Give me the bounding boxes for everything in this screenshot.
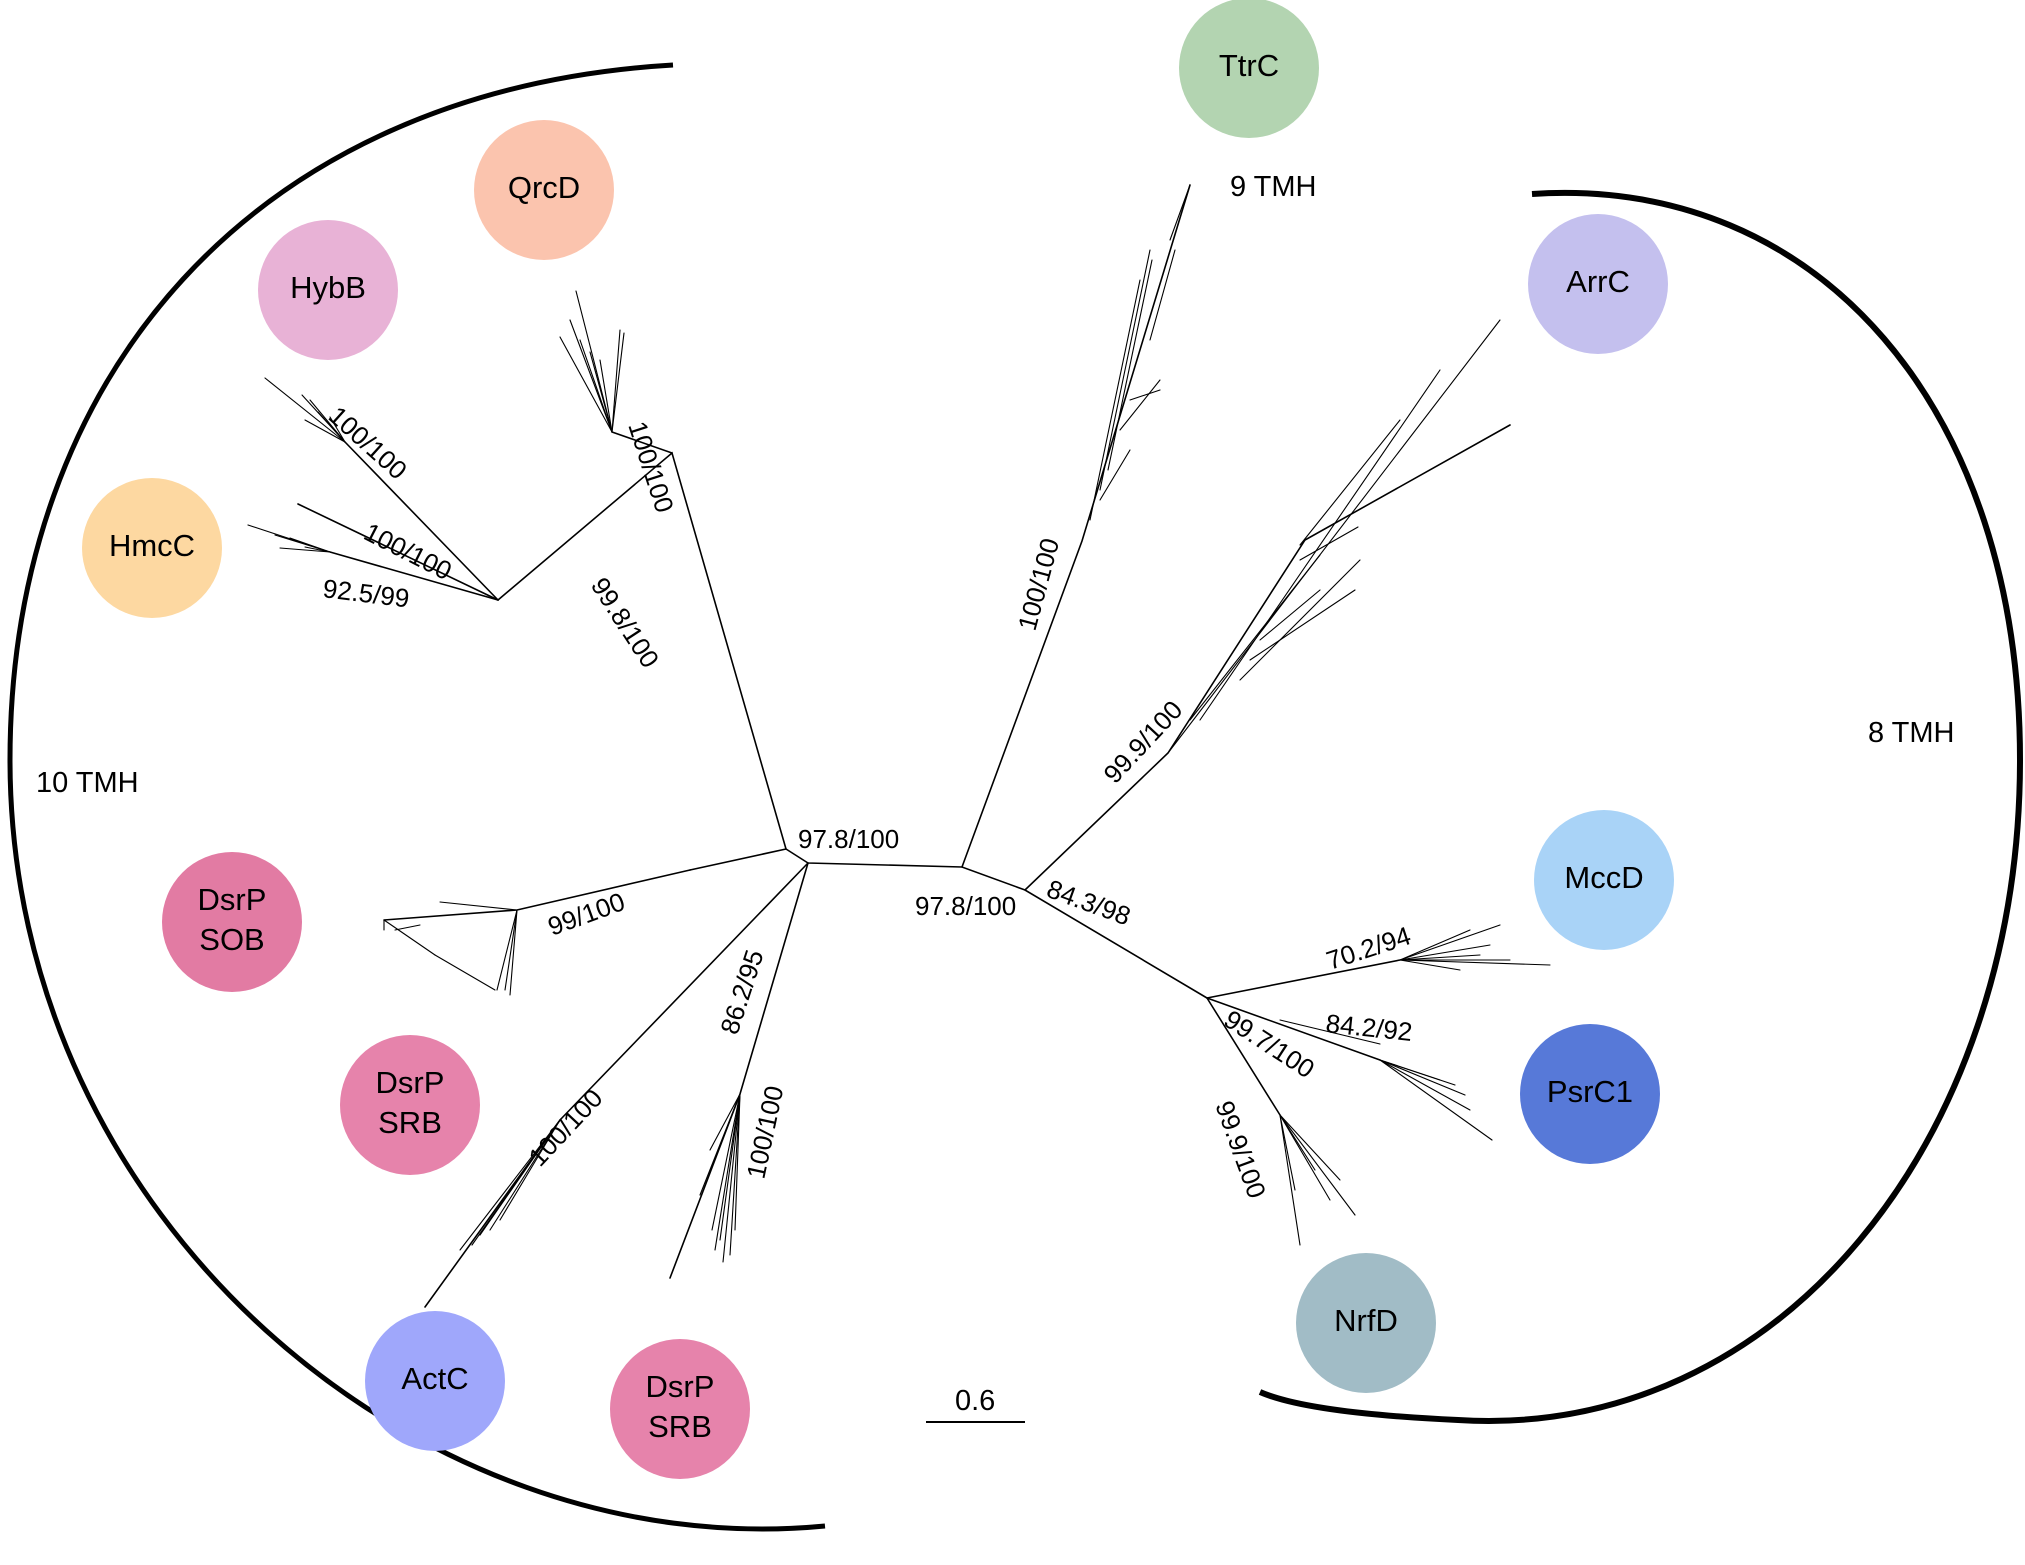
- clade-dsrp-srb-1: DsrP SRB: [340, 1035, 480, 1175]
- leaf-fan-dsrp-srb-2: [699, 1093, 741, 1263]
- clade-label-psrc1: PsrC1: [1547, 1074, 1633, 1109]
- clade-dsrp-srb-2: DsrP SRB: [610, 1339, 750, 1479]
- leaf-fan-hmcc: [247, 503, 499, 601]
- clade-circle-dsrp-srb-2: [610, 1339, 750, 1479]
- clade-label-dsrp-srb-2-line1: DsrP: [646, 1369, 715, 1404]
- clade-label-arrc: ArrC: [1566, 264, 1630, 299]
- group-label-8tmh: 8 TMH: [1868, 717, 1954, 749]
- clade-ttrc: TtrC: [1179, 0, 1319, 138]
- support-value-dsrp-srb-2: 100/100: [741, 1083, 790, 1181]
- tree-backbone: [424, 184, 1511, 1308]
- clade-label-dsrp-sob-line1: DsrP: [198, 882, 267, 917]
- leaf-fan-ttrc: [1089, 184, 1191, 521]
- clade-label-dsrp-sob-line2: SOB: [199, 922, 264, 957]
- support-value-right-lower: 84.3/98: [1043, 873, 1135, 931]
- support-value-hmcc-upper: 100/100: [359, 517, 456, 586]
- clade-circle-nrfd: [1296, 1253, 1436, 1393]
- clade-label-hmcc: HmcC: [109, 528, 195, 563]
- clade-circle-dsrp-srb-1: [340, 1035, 480, 1175]
- clade-hybb: HybB: [258, 220, 398, 360]
- support-value-nrfd: 99.9/100: [1209, 1097, 1272, 1202]
- clade-mccd: MccD: [1534, 810, 1674, 950]
- leaf-fan-actc: [459, 1119, 561, 1251]
- clade-label-mccd: MccD: [1564, 860, 1643, 895]
- group-arc-8tmh: [1258, 189, 2024, 1424]
- leaf-fan-psrc1: [1206, 997, 1493, 1141]
- clade-circle-qrcd: [474, 120, 614, 260]
- clade-dsrp-sob: DsrP SOB: [162, 852, 302, 992]
- support-value-qrcd: 100/100: [622, 418, 680, 517]
- support-values: 100/100 100/100 92.5/99 100/100 99.8/100…: [321, 400, 1414, 1202]
- clade-label-dsrp-srb-2-line2: SRB: [648, 1409, 712, 1444]
- group-arc-10tmh: [7, 62, 826, 1532]
- support-value-center-left: 97.8/100: [798, 824, 899, 854]
- support-value-left-upper: 99.8/100: [585, 572, 665, 673]
- group-label-9tmh: 9 TMH: [1230, 171, 1316, 203]
- clade-circle-hybb: [258, 220, 398, 360]
- support-value-psrc1: 84.2/92: [1324, 1008, 1413, 1047]
- clade-circle-arrc: [1528, 214, 1668, 354]
- leaf-fan-nrfd: [1206, 997, 1356, 1246]
- clade-label-dsrp-srb-1-line1: DsrP: [376, 1065, 445, 1100]
- scale-bar-label: 0.6: [955, 1385, 995, 1417]
- clade-label-actc: ActC: [401, 1361, 468, 1396]
- clade-label-hybb: HybB: [290, 270, 366, 305]
- support-value-center-right: 97.8/100: [915, 891, 1016, 921]
- clade-nrfd: NrfD: [1296, 1253, 1436, 1393]
- leaf-fan-arrc: [1167, 319, 1501, 754]
- clade-circle-hmcc: [82, 478, 222, 618]
- clade-actc: ActC: [365, 1311, 505, 1451]
- clade-qrcd: QrcD: [474, 120, 614, 260]
- support-value-actc: 100/100: [522, 1083, 608, 1172]
- clade-circle-psrc1: [1520, 1024, 1660, 1164]
- scale-bar: 0.6: [926, 1385, 1025, 1423]
- leaf-fan-dsrp-sob: [383, 869, 691, 996]
- clade-label-nrfd: NrfD: [1334, 1303, 1398, 1338]
- clade-psrc1: PsrC1: [1520, 1024, 1660, 1164]
- leaf-fan-qrcd: [559, 290, 673, 454]
- support-value-hybb: 100/100: [323, 400, 413, 485]
- leaf-fan-hybb: [264, 377, 499, 601]
- support-value-psrc1-mccd-node: 99.7/100: [1219, 1004, 1320, 1084]
- clade-arrc: ArrC: [1528, 214, 1668, 354]
- support-value-hmcc-lower: 92.5/99: [321, 573, 411, 613]
- clade-circle-actc: [365, 1311, 505, 1451]
- leaf-fan-mccd: [1206, 924, 1551, 999]
- support-value-mccd: 70.2/94: [1323, 920, 1415, 975]
- clade-hmcc: HmcC: [82, 478, 222, 618]
- clade-label-qrcd: QrcD: [508, 170, 580, 205]
- clade-label-dsrp-srb-1-line2: SRB: [378, 1105, 442, 1140]
- clade-label-ttrc: TtrC: [1219, 48, 1279, 83]
- clade-circle-ttrc: [1179, 0, 1319, 138]
- support-value-ttrc: 100/100: [1012, 535, 1065, 634]
- clade-circle-mccd: [1534, 810, 1674, 950]
- group-label-10tmh: 10 TMH: [36, 767, 139, 799]
- clade-circle-dsrp-sob: [162, 852, 302, 992]
